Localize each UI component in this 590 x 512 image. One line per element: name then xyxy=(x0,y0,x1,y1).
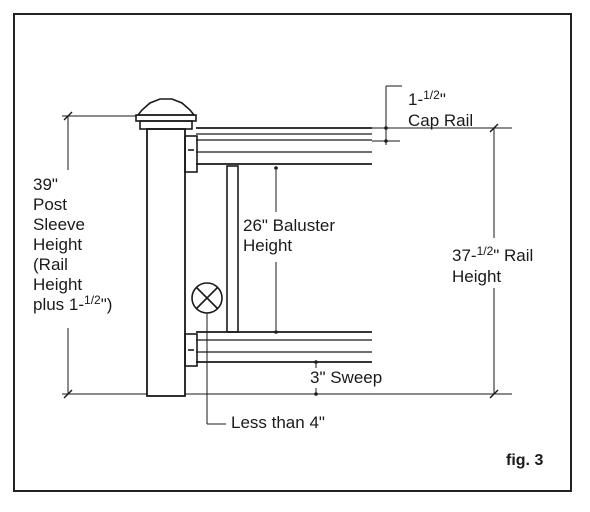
cap-rail-label-part2: " xyxy=(439,90,446,109)
post-dim-tick-bottom xyxy=(63,389,73,399)
cap-rail-label: 1-1/2" Cap Rail xyxy=(408,88,474,131)
cap-rail-label-part1: 1- xyxy=(408,90,424,109)
top-rail-bracket xyxy=(184,135,198,173)
rail-height-label-part2: " Rail xyxy=(493,246,534,265)
baluster-dim-dot-top xyxy=(274,166,278,170)
rail-dim-tick-top xyxy=(489,123,499,133)
baluster-dim-dot-bottom xyxy=(274,330,278,334)
bottom-rail-bracket xyxy=(184,333,198,367)
cap-rail-label-part3: Cap Rail xyxy=(408,111,474,130)
sphere-cross-b xyxy=(195,286,219,310)
diagram-frame xyxy=(13,13,572,492)
post-sleeve-label-fraction: 1/2 xyxy=(84,293,101,307)
cap-rail-label-fraction: 1/2 xyxy=(423,88,440,102)
figure-caption: fig. 3 xyxy=(506,452,544,469)
rail-dim-tick-bottom xyxy=(489,389,499,399)
post-sleeve xyxy=(146,128,186,397)
cap-rail-dot-bottom xyxy=(384,139,388,143)
rail-height-label-part3: Height xyxy=(452,267,502,286)
post-cap-base xyxy=(135,114,197,122)
less-than-4-label: Less than 4" xyxy=(231,413,325,432)
sweep-dot-top xyxy=(314,360,318,364)
cap-rail-dot-top xyxy=(384,126,388,130)
baluster-height-label: 26" Baluster Height xyxy=(243,216,336,255)
post-sleeve-label-last-1: plus 1- xyxy=(33,295,85,314)
baluster xyxy=(226,165,239,333)
post-dim-tick-top xyxy=(63,111,73,121)
sweep-label: 3" Sweep xyxy=(308,368,385,388)
post-cap xyxy=(136,98,196,116)
sweep-dot-bottom xyxy=(314,392,318,396)
post-sleeve-label-lines: 39" Post Sleeve Height (Rail Height xyxy=(33,175,85,294)
post-sleeve-label-last-2: ") xyxy=(100,295,113,314)
rail-height-label-part1: 37- xyxy=(452,246,477,265)
post-cap-collar xyxy=(139,120,193,130)
rail-height-label-fraction: 1/2 xyxy=(476,244,494,258)
